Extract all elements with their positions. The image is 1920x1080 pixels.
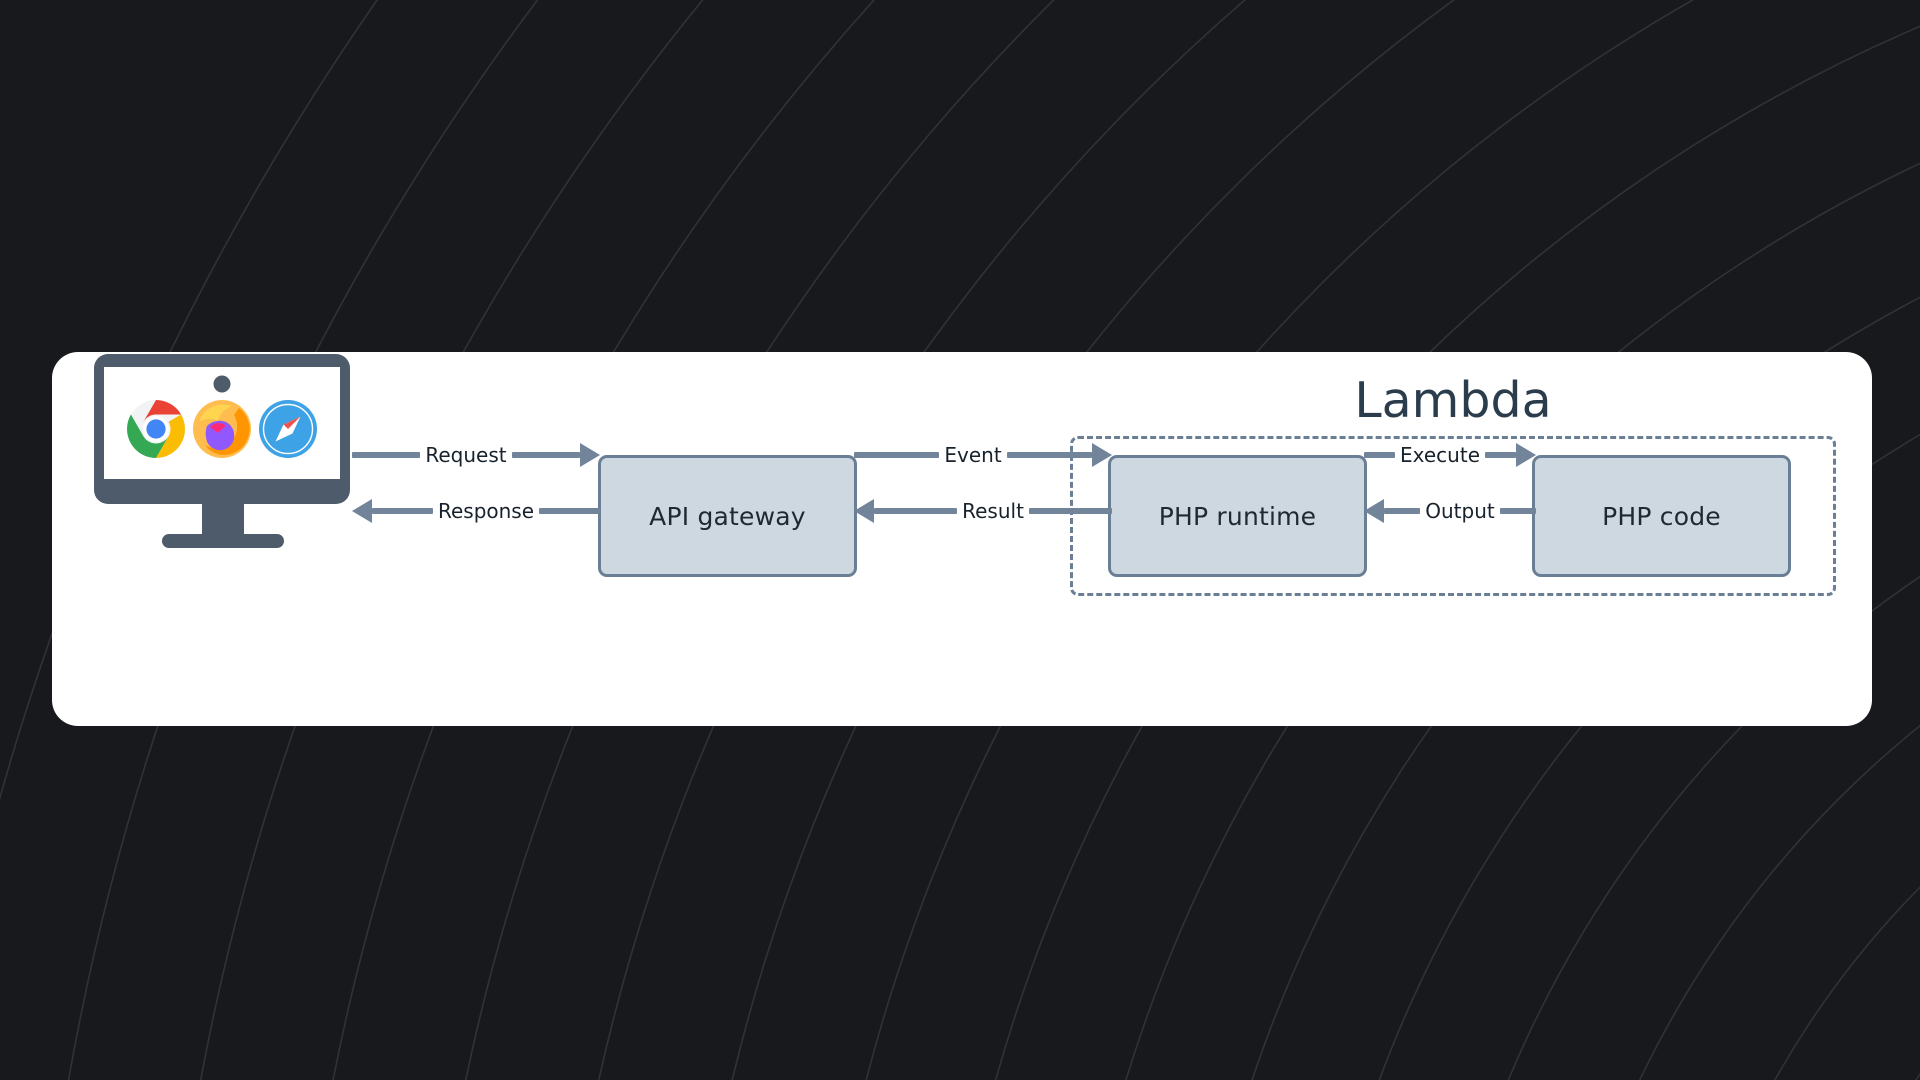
- connector-response: Response: [352, 498, 600, 524]
- monitor-stand-neck: [202, 504, 244, 536]
- monitor-stand-base: [162, 534, 284, 548]
- node-api-gateway[interactable]: API gateway: [598, 455, 857, 577]
- arrow-head-right-icon: [580, 443, 600, 467]
- connector-result-label: Result: [962, 499, 1024, 523]
- connector-event-label: Event: [944, 443, 1002, 467]
- node-php-code-label: PHP code: [1602, 501, 1721, 531]
- lambda-group-boundary: [1070, 436, 1836, 596]
- arrow-head-left-icon: [854, 499, 874, 523]
- lambda-group-title: Lambda: [1354, 372, 1552, 429]
- safari-icon: [259, 400, 317, 458]
- node-php-runtime-label: PHP runtime: [1158, 501, 1317, 531]
- chrome-icon: [127, 400, 185, 458]
- connector-response-label: Response: [437, 499, 535, 523]
- node-api-gateway-label: API gateway: [649, 501, 806, 531]
- connector-line: [854, 452, 940, 458]
- client-browser-monitor: [94, 354, 350, 548]
- connector-request: Request: [352, 442, 600, 468]
- arrow-head-left-icon: [352, 499, 372, 523]
- firefox-icon: [193, 400, 251, 458]
- node-php-runtime[interactable]: PHP runtime: [1108, 455, 1367, 577]
- diagram-card: Lambda API gateway PHP runtime PHP code …: [52, 352, 1872, 726]
- connector-line: [539, 508, 600, 514]
- connector-line: [874, 508, 958, 514]
- connector-request-label: Request: [425, 443, 507, 467]
- node-php-code[interactable]: PHP code: [1532, 455, 1791, 577]
- webcam-dot: [213, 375, 231, 393]
- connector-line: [511, 452, 580, 458]
- connector-line: [352, 452, 421, 458]
- connector-line: [372, 508, 433, 514]
